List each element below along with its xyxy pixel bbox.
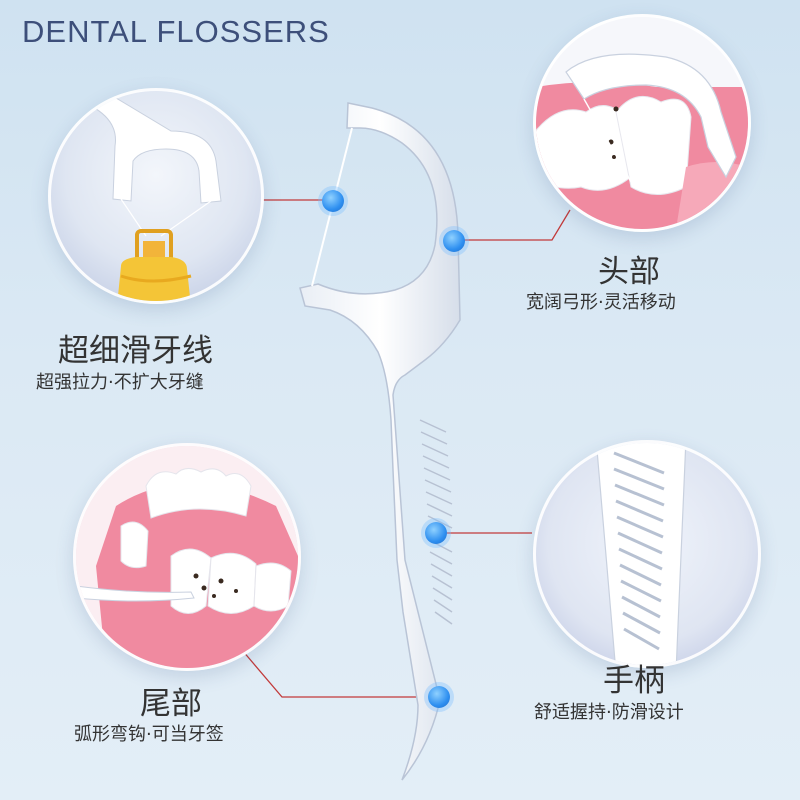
- handle-closeup-illustration: [595, 443, 687, 665]
- tail-hotspot[interactable]: [428, 686, 450, 708]
- head-subtitle: 宽阔弓形·灵活移动: [526, 292, 676, 313]
- bottle-illustration: [90, 91, 222, 301]
- head-hotspot[interactable]: [443, 230, 465, 252]
- tail-subtitle: 弧形弯钩·可当牙签: [74, 724, 224, 745]
- teeth-illustration: [76, 446, 298, 668]
- floss-subtitle: 超强拉力·不扩大牙缝: [36, 372, 204, 393]
- floss-title: 超细滑牙线: [58, 333, 213, 369]
- head-detail-circle: [533, 14, 751, 232]
- handle-hotspot[interactable]: [425, 522, 447, 544]
- handle-detail-circle: [533, 440, 761, 668]
- floss-hotspot[interactable]: [322, 190, 344, 212]
- page-title: DENTAL FLOSSERS: [22, 14, 330, 49]
- handle-subtitle: 舒适握持·防滑设计: [534, 702, 684, 723]
- head-title: 头部: [598, 254, 660, 290]
- tail-title: 尾部: [140, 686, 202, 722]
- tail-detail-circle: [73, 443, 301, 671]
- handle-title: 手柄: [603, 663, 665, 699]
- floss-detail-circle: [48, 88, 264, 304]
- teeth-illustration: [536, 17, 748, 229]
